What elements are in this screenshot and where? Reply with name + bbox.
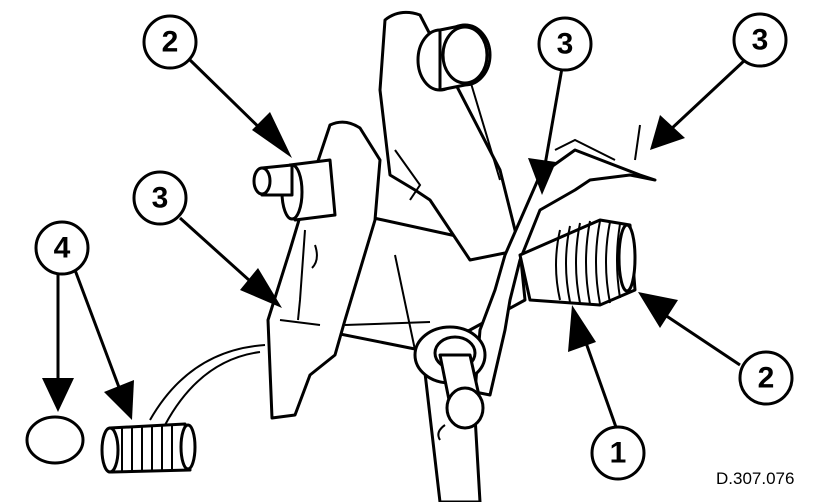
callout-label: 3	[152, 182, 169, 215]
callout-2-bottom-right: 2	[738, 350, 794, 406]
callout-label: 2	[162, 26, 179, 59]
arrowhead	[42, 378, 74, 412]
upper-lever	[378, 10, 522, 262]
arrowhead	[240, 268, 282, 308]
washer-ring	[25, 415, 85, 465]
callout-label: 3	[557, 28, 574, 61]
arrowhead	[568, 305, 596, 352]
pedal-assembly-drawing	[25, 10, 657, 502]
arrowhead	[638, 292, 678, 328]
arrowhead	[252, 112, 292, 158]
lower-pivot-pin	[445, 386, 485, 430]
drawing-reference: D.307.076	[716, 469, 794, 488]
cable	[149, 344, 266, 421]
callout-label: 3	[752, 24, 769, 57]
return-spring	[518, 218, 637, 307]
callout-label: 1	[610, 437, 627, 470]
callouts: 2 3 3 3 4 2 1	[34, 12, 794, 481]
arrowhead	[104, 380, 134, 420]
left-mounting-plate	[266, 120, 382, 420]
callout-4: 4	[34, 220, 90, 276]
callout-label: 4	[54, 232, 71, 265]
threaded-adjuster	[100, 422, 197, 474]
callout-2-top-left: 2	[142, 14, 198, 70]
callout-1: 1	[590, 425, 646, 481]
callout-3-top-middle: 3	[537, 16, 593, 72]
arrowhead	[650, 115, 685, 150]
leader-lines	[42, 58, 747, 431]
callout-3-left: 3	[132, 170, 188, 226]
callout-3-top-right: 3	[732, 12, 788, 68]
callout-label: 2	[758, 362, 775, 395]
arrowhead	[528, 158, 556, 195]
